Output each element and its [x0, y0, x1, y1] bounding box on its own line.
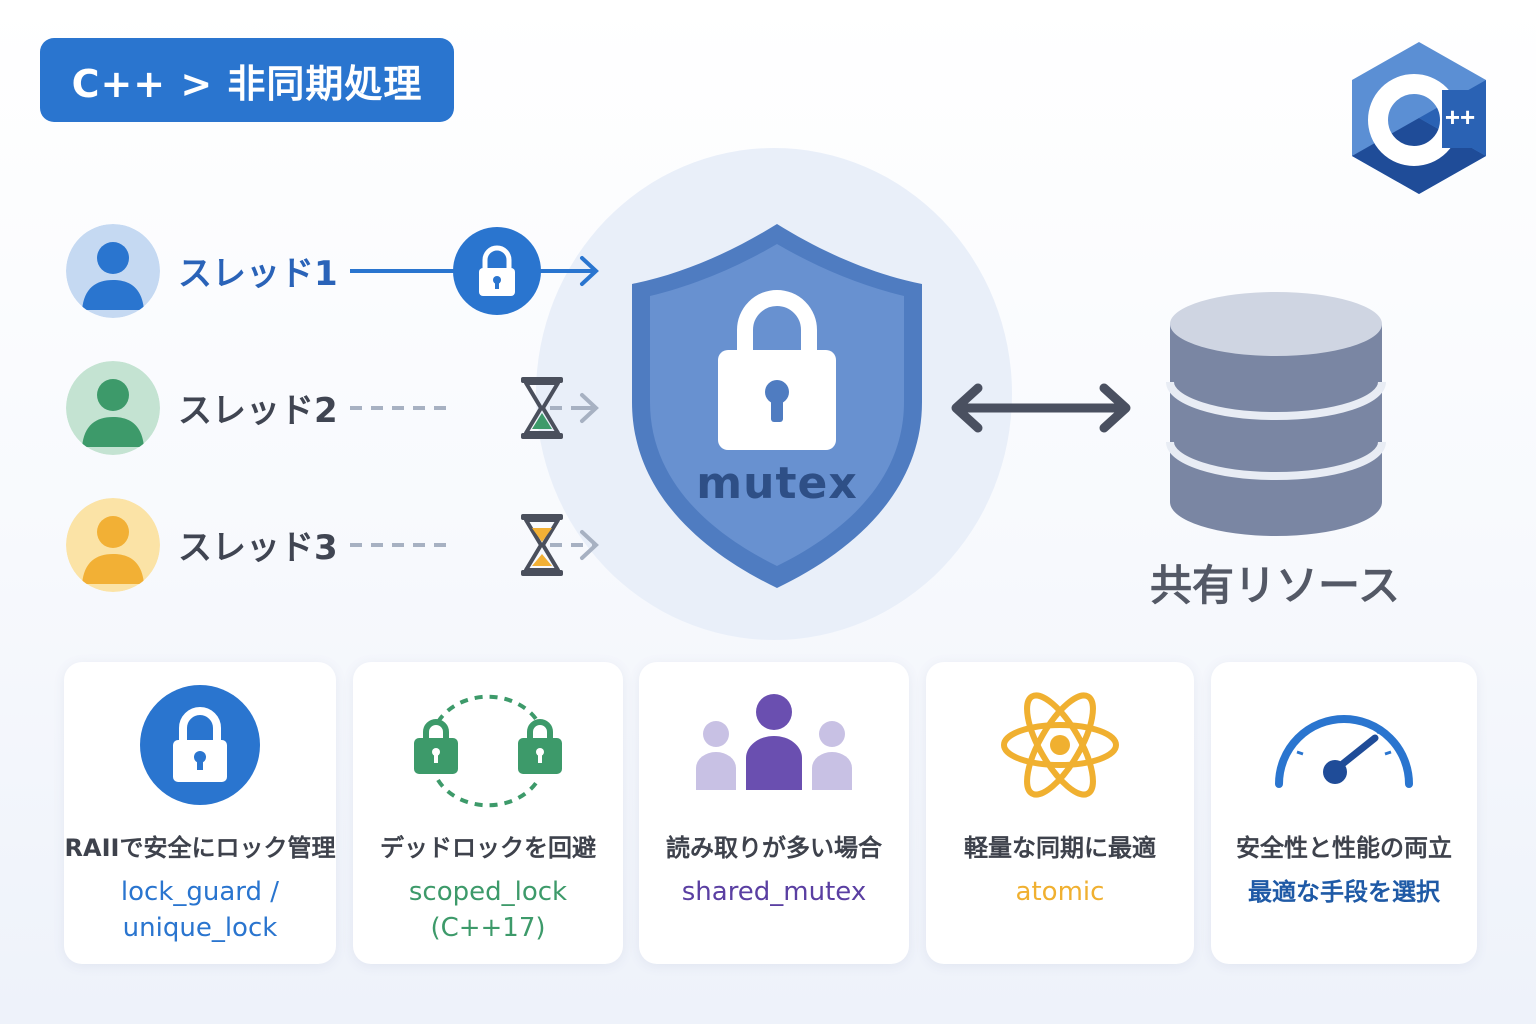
- thread-row-2: スレッド2: [66, 361, 626, 455]
- shield-lock-icon: [632, 224, 922, 588]
- lock-acquired-arrow: [350, 227, 599, 315]
- thread-label: スレッド2: [178, 391, 338, 431]
- group-users-icon: [696, 694, 852, 790]
- user-avatar-icon: [66, 498, 160, 592]
- card-subtitle: 最適な手段を選択: [1248, 878, 1440, 906]
- thread-row-3: スレッド3: [66, 498, 626, 592]
- card-code: (C++17): [430, 913, 546, 943]
- card-code: lock_guard /: [120, 877, 280, 907]
- card-code: atomic: [1015, 877, 1105, 907]
- card-shared-mutex[interactable]: 読み取りが多い場合 shared_mutex: [639, 662, 909, 964]
- dual-lock-cycle-icon: [414, 694, 562, 808]
- card-title: 安全性と性能の両立: [1236, 834, 1452, 862]
- mutex-label: mutex: [696, 458, 858, 509]
- lock-icon: [479, 245, 515, 296]
- user-avatar-icon: [66, 224, 160, 318]
- card-title: RAIIで安全にロック管理: [64, 834, 336, 862]
- card-scoped-lock[interactable]: デッドロックを回避 scoped_lock (C++17): [353, 662, 623, 964]
- hourglass-icon: [521, 377, 563, 439]
- breadcrumb[interactable]: C++ > 非同期処理: [40, 38, 454, 122]
- card-code: shared_mutex: [681, 877, 867, 907]
- card-title: 軽量な同期に最適: [964, 834, 1156, 862]
- cpp-logo-text: ++: [1445, 102, 1475, 132]
- waiting-arrow: [350, 377, 599, 439]
- card-best-choice[interactable]: 安全性と性能の両立 最適な手段を選択: [1211, 662, 1477, 964]
- card-code: scoped_lock: [408, 877, 568, 907]
- card-title: デッドロックを回避: [380, 834, 596, 862]
- card-atomic[interactable]: 軽量な同期に最適 atomic: [926, 662, 1194, 964]
- cpp-logo-icon: ++: [1352, 42, 1486, 194]
- lock-icon: [140, 685, 260, 805]
- card-code: unique_lock: [122, 913, 278, 943]
- hourglass-icon: [521, 514, 563, 576]
- thread-label: スレッド1: [178, 254, 338, 294]
- shared-resource-label: 共有リソース: [1150, 561, 1400, 610]
- card-title: 読み取りが多い場合: [666, 834, 882, 862]
- database-icon: [1166, 292, 1386, 536]
- thread-row-1: スレッド1: [66, 224, 626, 318]
- bidirectional-arrow-icon: [951, 383, 1131, 433]
- user-avatar-icon: [66, 361, 160, 455]
- speedometer-icon: [1275, 715, 1413, 788]
- waiting-arrow: [350, 514, 599, 576]
- atom-icon: [1001, 692, 1119, 798]
- thread-label: スレッド3: [178, 528, 338, 568]
- card-lock-guard[interactable]: RAIIで安全にロック管理 lock_guard / unique_lock: [64, 662, 336, 964]
